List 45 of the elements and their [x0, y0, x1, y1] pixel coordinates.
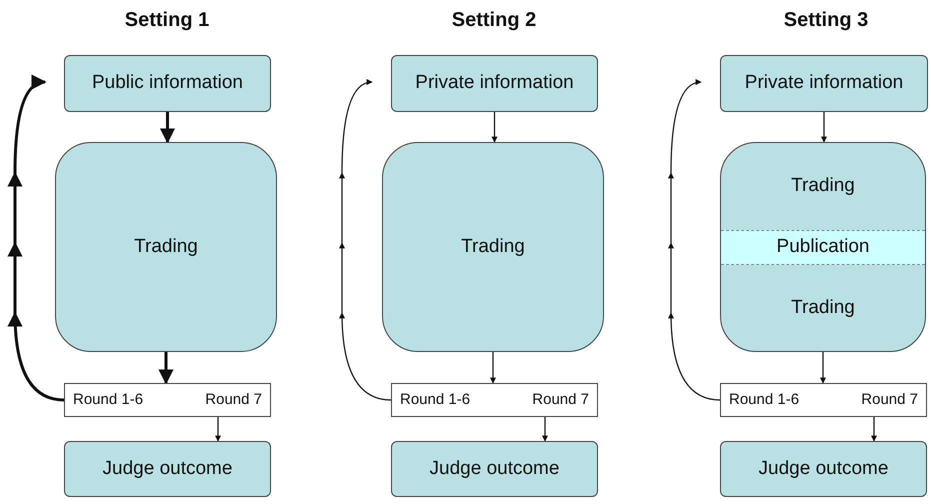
process-box [720, 441, 927, 497]
process-box [382, 142, 604, 352]
node-text: Trading [134, 234, 198, 259]
setting-title: Setting 2 [452, 8, 536, 33]
arrow [492, 112, 498, 143]
arrow [668, 79, 720, 401]
node-text: Round 1-6 [729, 390, 800, 410]
arrow [8, 74, 64, 402]
node-text: Judge outcome [430, 456, 560, 481]
setting-title: Setting 1 [124, 8, 210, 33]
arrow [339, 79, 392, 401]
arrow [821, 112, 827, 143]
node-text: Trading [791, 174, 855, 198]
node-text: Round 7 [205, 390, 262, 410]
round-box [391, 383, 598, 417]
node-text: Round 1-6 [73, 390, 144, 410]
node-text: Round 7 [532, 390, 589, 410]
round-box [720, 383, 927, 417]
process-box [64, 55, 271, 112]
process-box [55, 142, 277, 352]
node-text: Round 1-6 [400, 390, 470, 410]
arrow [820, 352, 826, 384]
node-text: Judge outcome [102, 456, 232, 481]
process-box [720, 55, 928, 112]
arrow [158, 352, 174, 384]
process-box [64, 441, 271, 497]
node-text: Judge outcome [758, 456, 888, 481]
round-box [64, 383, 271, 417]
arrow [215, 417, 221, 442]
node-text: Round 7 [861, 390, 918, 410]
node-text: Private information [415, 71, 574, 96]
arrow [871, 417, 877, 442]
node-text: Public information [92, 71, 244, 96]
process-box [391, 441, 598, 497]
node-text: Trading [791, 296, 855, 320]
process-box [720, 142, 926, 352]
arrow [542, 417, 548, 442]
node-text: Trading [461, 234, 525, 259]
setting-title: Setting 3 [784, 8, 868, 33]
node-text: Private information [744, 71, 904, 96]
arrow [160, 112, 175, 144]
arrow [490, 352, 496, 384]
node-text: Publication [776, 234, 870, 259]
process-box [391, 55, 598, 112]
dashed-band [721, 230, 925, 264]
